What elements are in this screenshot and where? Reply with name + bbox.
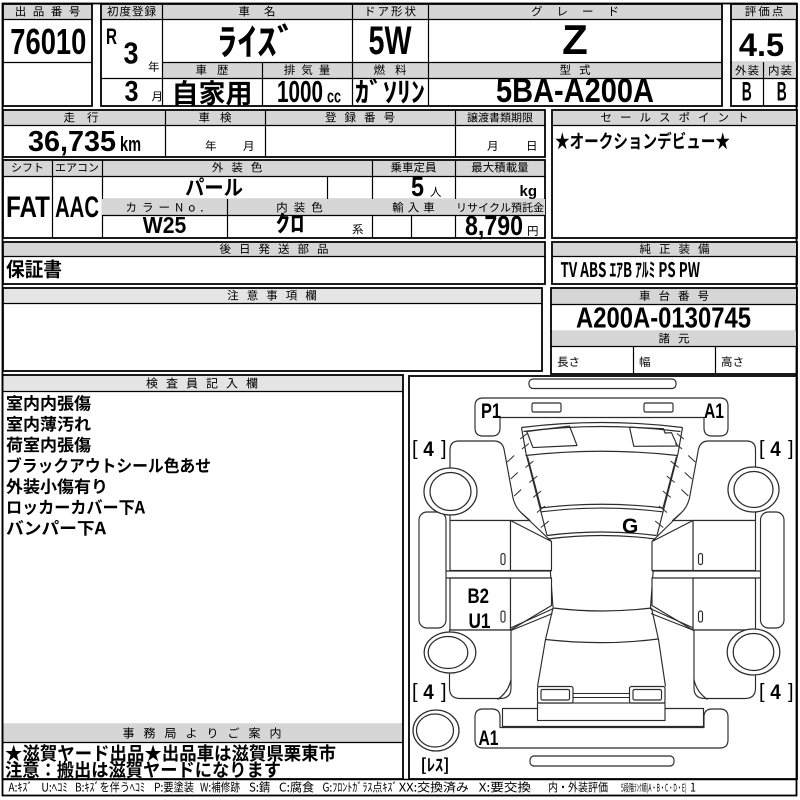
svg-text:8,790: 8,790 (465, 210, 523, 241)
svg-text:B2: B2 (468, 585, 490, 608)
svg-text:B: B (742, 77, 752, 107)
svg-text:]: ] (441, 438, 447, 460)
svg-text:R: R (106, 24, 117, 49)
svg-text:[: [ (759, 438, 765, 460)
svg-text:A1: A1 (479, 727, 499, 750)
svg-text:3: 3 (125, 76, 139, 108)
svg-text:4: 4 (770, 438, 781, 461)
svg-text:4: 4 (423, 438, 434, 461)
svg-text:A1: A1 (704, 400, 724, 423)
svg-text:AAC: AAC (55, 191, 99, 224)
svg-text:U1: U1 (469, 610, 491, 633)
svg-text:FAT: FAT (6, 191, 50, 224)
svg-text:W25: W25 (143, 212, 187, 238)
svg-text:A200A-0130745: A200A-0130745 (576, 303, 751, 335)
svg-text:76010: 76010 (10, 21, 86, 62)
svg-text:[: [ (412, 438, 418, 460)
svg-text:km: km (120, 134, 141, 156)
svg-text:]: ] (788, 681, 794, 703)
svg-text:[: [ (412, 681, 418, 703)
svg-text:5W: 5W (369, 19, 412, 63)
svg-text:5: 5 (411, 171, 424, 202)
svg-text:4: 4 (770, 681, 781, 704)
svg-text:]: ] (441, 681, 447, 703)
svg-text:[: [ (759, 681, 765, 703)
svg-text:4: 4 (423, 681, 434, 704)
svg-text:P1: P1 (481, 400, 501, 423)
svg-text:kg: kg (519, 183, 537, 200)
svg-text:cc: cc (327, 87, 341, 107)
svg-text:1000: 1000 (277, 74, 323, 109)
svg-text:Z: Z (562, 16, 588, 63)
svg-text:G: G (622, 515, 638, 538)
svg-text:4.5: 4.5 (739, 27, 784, 63)
svg-text:3: 3 (124, 36, 139, 71)
svg-text:]: ] (788, 438, 794, 460)
svg-text:B: B (777, 77, 787, 107)
svg-text:36,735: 36,735 (28, 126, 116, 158)
svg-text:5BA-A200A: 5BA-A200A (496, 72, 654, 110)
